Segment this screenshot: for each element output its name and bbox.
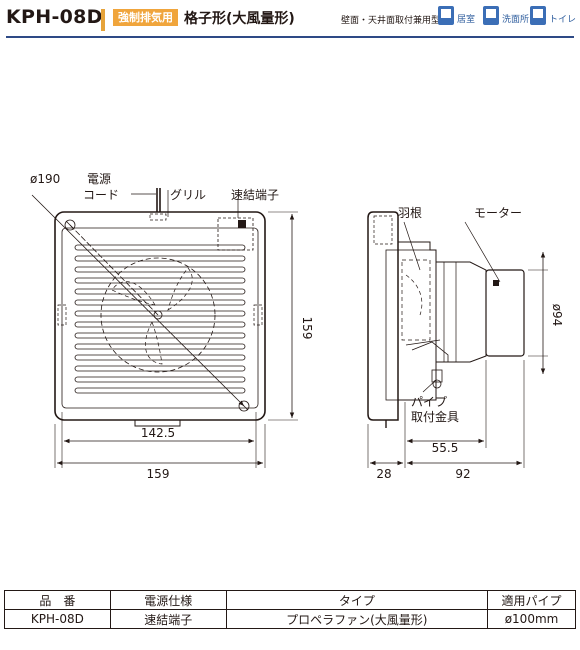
side-dim-92: 92 <box>455 467 470 481</box>
technical-drawing: ø190 電源 コード グリル 速結端子 159 142.5 159 <box>30 172 564 481</box>
table-row: KPH-08D 速結端子 プロペラファン(大風量形) ø100mm <box>4 609 576 629</box>
table-header: 適用パイプ <box>487 590 576 610</box>
front-inner-width-label: 142.5 <box>141 426 175 440</box>
front-height-label: 159 <box>300 317 314 340</box>
pipe-label-2: 取付金具 <box>411 409 459 424</box>
motor-diameter-label: ø94 <box>550 304 564 327</box>
table-cell: KPH-08D <box>4 609 111 629</box>
use-label: トイレ <box>549 15 577 25</box>
terminal-label: 速結端子 <box>231 188 279 202</box>
terminal-box <box>217 217 254 251</box>
power-cord-label-1: 電源 <box>87 172 111 186</box>
side-dim-55: 55.5 <box>432 441 459 455</box>
use-label: 洗面所 <box>502 15 530 25</box>
header: KPH-08D 強制排気用 格子形(大風量形) 壁面・天井面取付兼用型 居室 洗… <box>0 0 580 44</box>
table-cell: プロペラファン(大風量形) <box>225 609 489 629</box>
grille-slats <box>74 244 246 394</box>
toilet-icon <box>530 6 546 25</box>
mount-type: 壁面・天井面取付兼用型 <box>341 16 441 26</box>
table-header: 電源仕様 <box>109 590 227 610</box>
blade-label: 羽根 <box>398 206 422 220</box>
table-header: 品 番 <box>4 590 111 610</box>
fan-circle <box>100 257 216 373</box>
use-label: 居室 <box>457 15 476 25</box>
spec-table: 品 番 電源仕様 タイプ 適用パイプ KPH-08D 速結端子 プロペラファン(… <box>4 590 576 629</box>
front-width-label: 159 <box>147 467 170 481</box>
usage-badge: 強制排気用 <box>113 9 178 26</box>
motor-label: モーター <box>474 206 522 220</box>
front-view <box>31 188 298 468</box>
product-subtitle: 格子形(大風量形) <box>184 11 295 27</box>
header-rule <box>6 36 574 38</box>
fan-hub <box>153 310 163 320</box>
front-diameter-label: ø190 <box>30 172 60 186</box>
washroom-icon <box>483 6 499 25</box>
table-cell: ø100mm <box>487 609 576 629</box>
side-view <box>367 211 548 468</box>
table-header: タイプ <box>225 590 489 610</box>
pipe-label-1: パイプ <box>411 395 447 409</box>
side-dim-28: 28 <box>376 467 391 481</box>
power-cord-label-2: コード <box>83 188 119 202</box>
model-number: KPH-08D <box>6 6 103 28</box>
living-room-icon <box>438 6 454 25</box>
grille-label: グリル <box>170 188 206 202</box>
header-accent-bar <box>101 9 105 31</box>
front-inner <box>61 227 259 409</box>
table-header-row: 品 番 電源仕様 タイプ 適用パイプ <box>4 590 576 610</box>
table-cell: 速結端子 <box>109 609 227 629</box>
motor <box>485 269 525 357</box>
